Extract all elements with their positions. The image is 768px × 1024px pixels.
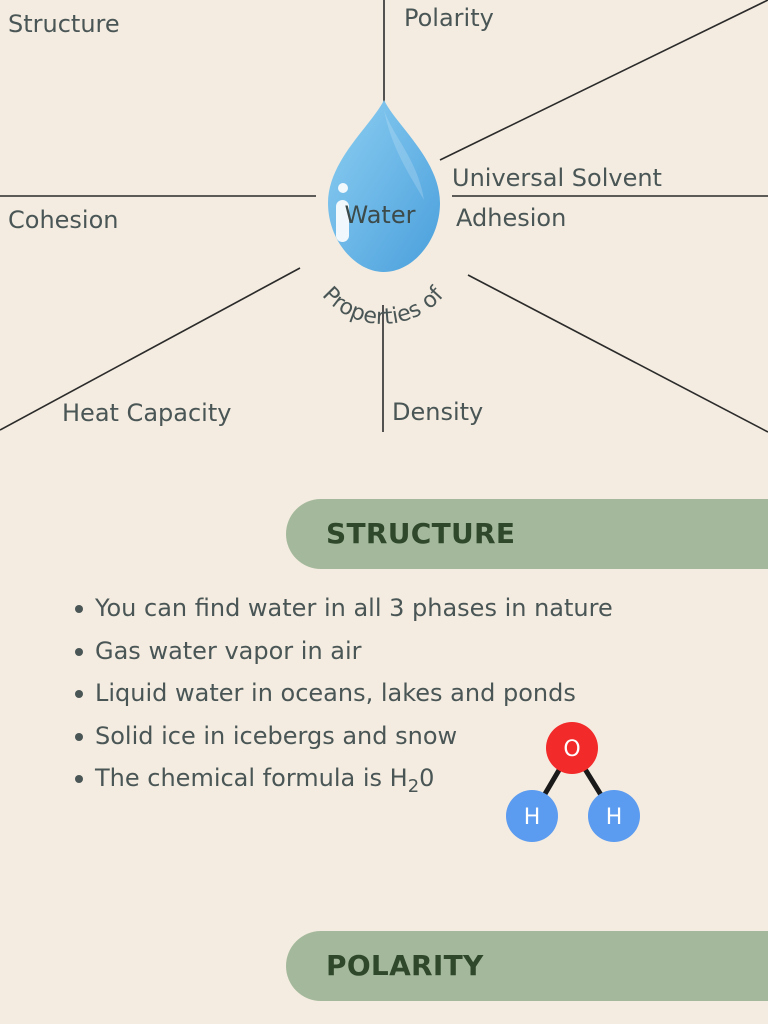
structure-bullet-list: You can find water in all 3 phases in na… bbox=[72, 587, 613, 800]
label-cohesion: Cohesion bbox=[8, 206, 118, 234]
label-heat-capacity: Heat Capacity bbox=[62, 399, 231, 427]
center-word-water: Water bbox=[345, 201, 416, 229]
properties-of-water-diagram: Structure Polarity Universal Solvent Coh… bbox=[0, 0, 768, 433]
label-polarity: Polarity bbox=[404, 4, 494, 32]
list-item-formula: The chemical formula is H20 bbox=[72, 757, 613, 800]
structure-section-header: STRUCTURE bbox=[286, 499, 768, 569]
arc-text-properties-of: Properties of bbox=[317, 282, 449, 330]
hydrogen-label-right: H bbox=[606, 805, 623, 830]
polarity-section-header: POLARITY bbox=[286, 931, 768, 1001]
list-item: Gas water vapor in air bbox=[72, 630, 613, 673]
label-adhesion: Adhesion bbox=[456, 204, 566, 232]
formula-prefix: The chemical formula is H bbox=[95, 764, 408, 792]
spoke-line-heat-capacity bbox=[0, 267, 301, 431]
list-item: Solid ice in icebergs and snow bbox=[72, 715, 613, 758]
water-molecule-icon: O H H bbox=[506, 722, 640, 842]
formula-subscript: 2 bbox=[407, 775, 420, 797]
oxygen-label: O bbox=[563, 737, 580, 762]
hydrogen-atom-right bbox=[588, 790, 640, 842]
water-drop-icon bbox=[328, 100, 440, 272]
oxygen-atom bbox=[546, 722, 598, 774]
label-structure: Structure bbox=[8, 10, 120, 38]
formula-suffix: 0 bbox=[419, 764, 435, 792]
list-item: You can find water in all 3 phases in na… bbox=[72, 587, 613, 630]
list-item: Liquid water in oceans, lakes and ponds bbox=[72, 672, 613, 715]
polarity-section-title: POLARITY bbox=[326, 949, 484, 982]
spoke-lines bbox=[0, 0, 768, 433]
hydrogen-label-left: H bbox=[524, 805, 541, 830]
spoke-line-universal-solvent bbox=[439, 0, 768, 161]
label-universal-solvent: Universal Solvent bbox=[452, 164, 662, 192]
structure-section-title: STRUCTURE bbox=[326, 517, 516, 550]
hydrogen-atom-left bbox=[506, 790, 558, 842]
label-density: Density bbox=[392, 398, 483, 426]
spoke-line-lower-right bbox=[467, 274, 768, 433]
